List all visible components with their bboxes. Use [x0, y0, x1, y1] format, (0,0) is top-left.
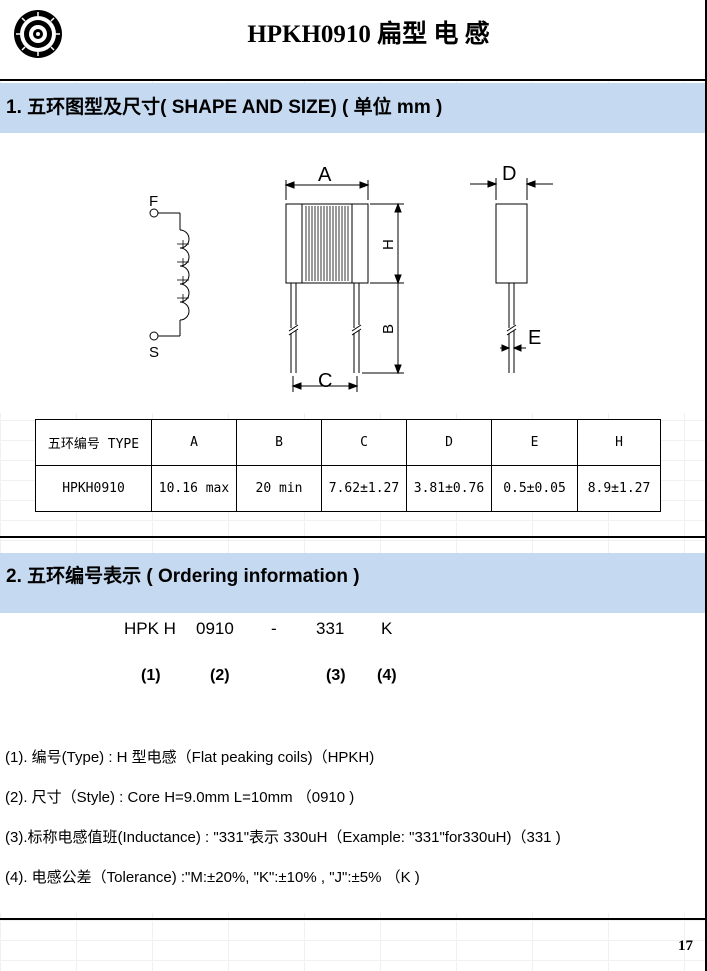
- coil-start-label: F: [149, 193, 158, 210]
- ordering-part-size: 0910: [196, 619, 234, 638]
- coil-end-label: S: [149, 344, 159, 361]
- ordering-part-series: HPK H: [124, 619, 176, 638]
- front-view: [284, 180, 404, 392]
- section-shape-size-title: 1. 五环图型及尺寸( SHAPE AND SIZE) ( 单位 mm ): [0, 83, 705, 133]
- table-cell: 8.9±1.27: [577, 465, 661, 512]
- dimension-a-label: A: [318, 164, 332, 186]
- ordering-part-dash: -: [271, 619, 277, 638]
- table-header-cell: B: [236, 419, 322, 466]
- ordering-part-inductance: 331: [316, 619, 345, 638]
- table-cell: HPKH0910: [35, 465, 152, 512]
- ordering-index-4: (4): [377, 667, 397, 684]
- dimension-b-label: B: [380, 324, 397, 334]
- table-row: HPKH0910 10.16 max 20 min 7.62±1.27 3.81…: [35, 465, 661, 512]
- table-cell: 0.5±0.05: [491, 465, 578, 512]
- coil-schematic: [149, 208, 190, 341]
- shape-diagram: F S: [149, 163, 553, 392]
- company-logo-icon: [14, 10, 62, 58]
- note-inductance: (3).标称电感值班(Inductance) : "331"表示 330uH（E…: [5, 829, 561, 846]
- note-tolerance: (4). 电感公差（Tolerance) :"M:±20%, "K":±10% …: [5, 869, 420, 886]
- dimension-c-label: C: [318, 370, 332, 392]
- ordering-index-1: (1): [141, 667, 161, 684]
- ordering-index-3: (3): [326, 667, 346, 684]
- ordering-area: [0, 613, 705, 913]
- dimension-d-label: D: [502, 163, 516, 185]
- table-header-cell: A: [151, 419, 237, 466]
- document-title: HPKH0910 扁型 电 感: [247, 21, 490, 48]
- ordering-index-2: (2): [210, 667, 230, 684]
- page-header: HPKH0910 扁型 电 感: [0, 0, 707, 80]
- header-divider: [0, 79, 707, 81]
- footer-divider: [0, 918, 707, 920]
- note-style: (2). 尺寸（Style) : Core H=9.0mm L=10mm （09…: [5, 789, 355, 806]
- dimension-table: 五环编号 TYPE A B C D E H HPKH0910 10.16 max…: [35, 419, 661, 512]
- note-type: (1). 编号(Type) : H 型电感（Flat peaking coils…: [5, 749, 375, 766]
- table-header-cell: H: [577, 419, 661, 466]
- ordering-part-tolerance: K: [381, 619, 393, 638]
- table-cell: 3.81±0.76: [406, 465, 492, 512]
- page-number: 17: [678, 938, 693, 954]
- side-view: [470, 178, 553, 373]
- table-header-cell: C: [321, 419, 407, 466]
- dimension-h-label: H: [380, 239, 397, 250]
- table-cell: 10.16 max: [151, 465, 237, 512]
- section-divider: [0, 536, 707, 538]
- shape-diagram-area: F S: [0, 133, 705, 413]
- table-header-row: 五环编号 TYPE A B C D E H: [35, 419, 661, 466]
- section-ordering-title: 2. 五环编号表示 ( Ordering information ): [0, 553, 705, 613]
- table-cell: 7.62±1.27: [321, 465, 407, 512]
- table-header-cell: E: [491, 419, 578, 466]
- dimension-e-label: E: [528, 327, 541, 349]
- table-header-cell: 五环编号 TYPE: [35, 419, 152, 466]
